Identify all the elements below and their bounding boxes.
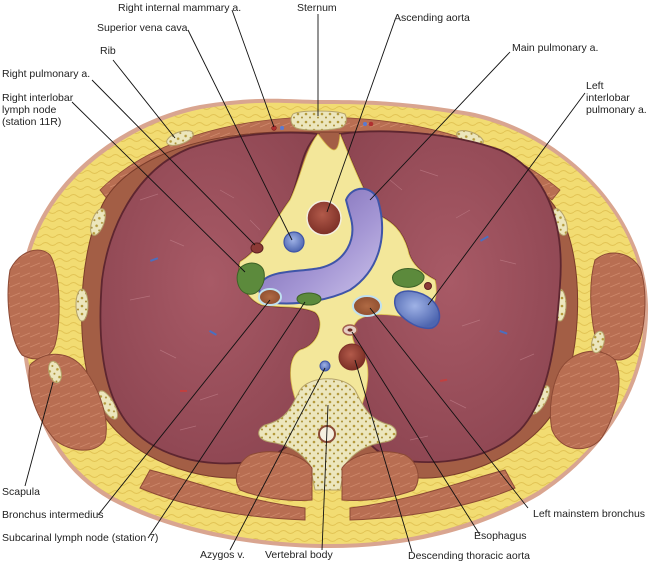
leader-ascending-aorta (326, 19, 396, 213)
right-shoulder-muscle (7, 249, 60, 360)
superior-vena-cava (283, 231, 305, 253)
leader-lines (24, 9, 586, 553)
leader-esophagus (351, 331, 481, 536)
label-right-pulmonary: Right pulmonary a. (2, 68, 91, 80)
leader-scapula (24, 381, 54, 487)
descending-thoracic-aorta (338, 343, 366, 371)
label-subcarinal-node: Subcarinal lymph node (station 7) (2, 532, 159, 544)
esophagus-lumen (347, 328, 353, 332)
leader-right-interlobar-node (71, 101, 246, 273)
leader-rib (112, 59, 176, 139)
label-ascending-aorta: Ascending aorta (394, 12, 470, 24)
right-scapular-muscle (28, 353, 107, 451)
right-scapula (48, 360, 62, 384)
leader-left-mainstem (369, 307, 529, 509)
label-esophagus: Esophagus (474, 530, 527, 542)
leader-subcarinal-node (147, 301, 306, 539)
left-small-vessel (424, 282, 432, 290)
leader-main-pulmonary (369, 51, 511, 201)
left-shoulder-muscle (590, 252, 646, 361)
label-left-mainstem: Left mainstem bronchus (533, 508, 646, 520)
leader-left-interlobar-pa (427, 92, 586, 306)
left-internal-mammary-vein (363, 122, 367, 126)
sternum (290, 110, 347, 131)
leader-vertebral-body (321, 404, 329, 551)
label-descending-aorta: Descending thoracic aorta (408, 550, 530, 562)
leader-right-internal-mammary (231, 9, 275, 128)
label-scapula: Scapula (2, 486, 40, 498)
leader-descending-aorta (354, 359, 413, 553)
label-right-internal-mammary: Right internal mammary a. (118, 2, 242, 14)
left-internal-mammary-artery (368, 121, 374, 127)
label-vertebral-body: Vertebral body (265, 549, 333, 561)
label-rib: Rib (100, 45, 116, 57)
paraspinal-muscle-left (235, 451, 313, 501)
left-hilar-lymph-node (392, 268, 425, 288)
label-main-pulmonary: Main pulmonary a. (512, 42, 599, 54)
left-interlobar-pulmonary-artery (393, 290, 441, 330)
leader-right-pulmonary (91, 79, 256, 246)
paraspinal-muscle-right (341, 451, 419, 501)
label-right-interlobar-node: Right interlobar lymph node (station 11R… (2, 92, 74, 128)
left-scapula (591, 330, 605, 354)
leader-bronchus-intermedius (97, 299, 271, 516)
leader-azygos (229, 367, 326, 551)
right-pulmonary-artery-branch (250, 242, 264, 254)
left-mainstem-bronchus (352, 295, 382, 317)
label-sternum: Sternum (297, 2, 337, 14)
bronchus-intermedius (258, 288, 282, 306)
leader-superior-vena-cava (187, 29, 293, 241)
subcarinal-lymph-node (296, 292, 322, 306)
ascending-aorta (306, 200, 342, 236)
label-left-interlobar-pa: Left interlobar pulmonary a. (586, 80, 647, 116)
right-internal-mammary-vein (280, 126, 284, 130)
label-superior-vena-cava: Superior vena cava (97, 22, 188, 34)
label-azygos: Azygos v. (200, 549, 245, 561)
label-bronchus-intermedius: Bronchus intermedius (2, 509, 104, 521)
back-muscle-right (349, 469, 516, 521)
lung-vessels (150, 235, 508, 392)
azygos-vein (319, 360, 331, 372)
